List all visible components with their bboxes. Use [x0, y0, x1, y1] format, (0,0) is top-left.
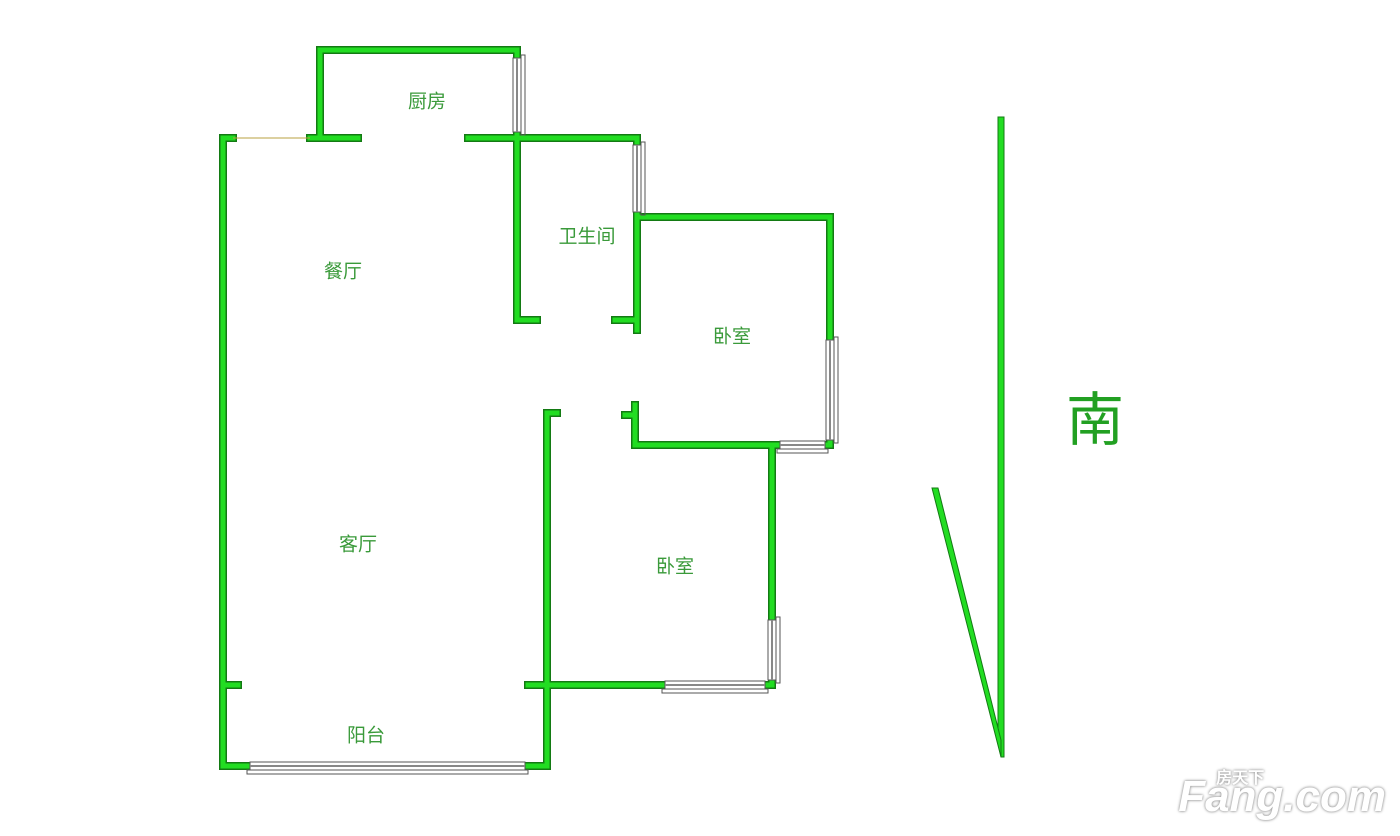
- window-sill: [833, 336, 839, 444]
- window-sill: [520, 54, 526, 136]
- room-label-living: 客厅: [338, 533, 378, 556]
- wall-edge: [513, 134, 541, 324]
- room-label-bedroom-north: 卧室: [712, 325, 752, 348]
- room-label-bathroom: 卫生间: [558, 225, 616, 248]
- wall: [220, 135, 560, 769]
- compass-arrow-head: [931, 487, 1002, 758]
- wall: [525, 442, 775, 688]
- window-sill: [640, 141, 646, 216]
- room-label-dining: 餐厅: [323, 260, 363, 283]
- window-sill: [776, 448, 829, 454]
- compass-direction-label: 南: [1065, 386, 1125, 454]
- room-label-balcony: 阳台: [346, 724, 386, 747]
- room-label-kitchen: 厨房: [407, 90, 447, 113]
- window-sill: [775, 616, 781, 684]
- wall-edge: [219, 134, 561, 770]
- compass-arrow-shaft: [997, 116, 1005, 758]
- room-label-bedroom-south: 卧室: [655, 555, 695, 578]
- wall-edge: [524, 441, 776, 689]
- wall: [514, 135, 540, 323]
- window-sill: [246, 769, 529, 775]
- wall: [632, 214, 833, 448]
- window-sill: [661, 688, 769, 694]
